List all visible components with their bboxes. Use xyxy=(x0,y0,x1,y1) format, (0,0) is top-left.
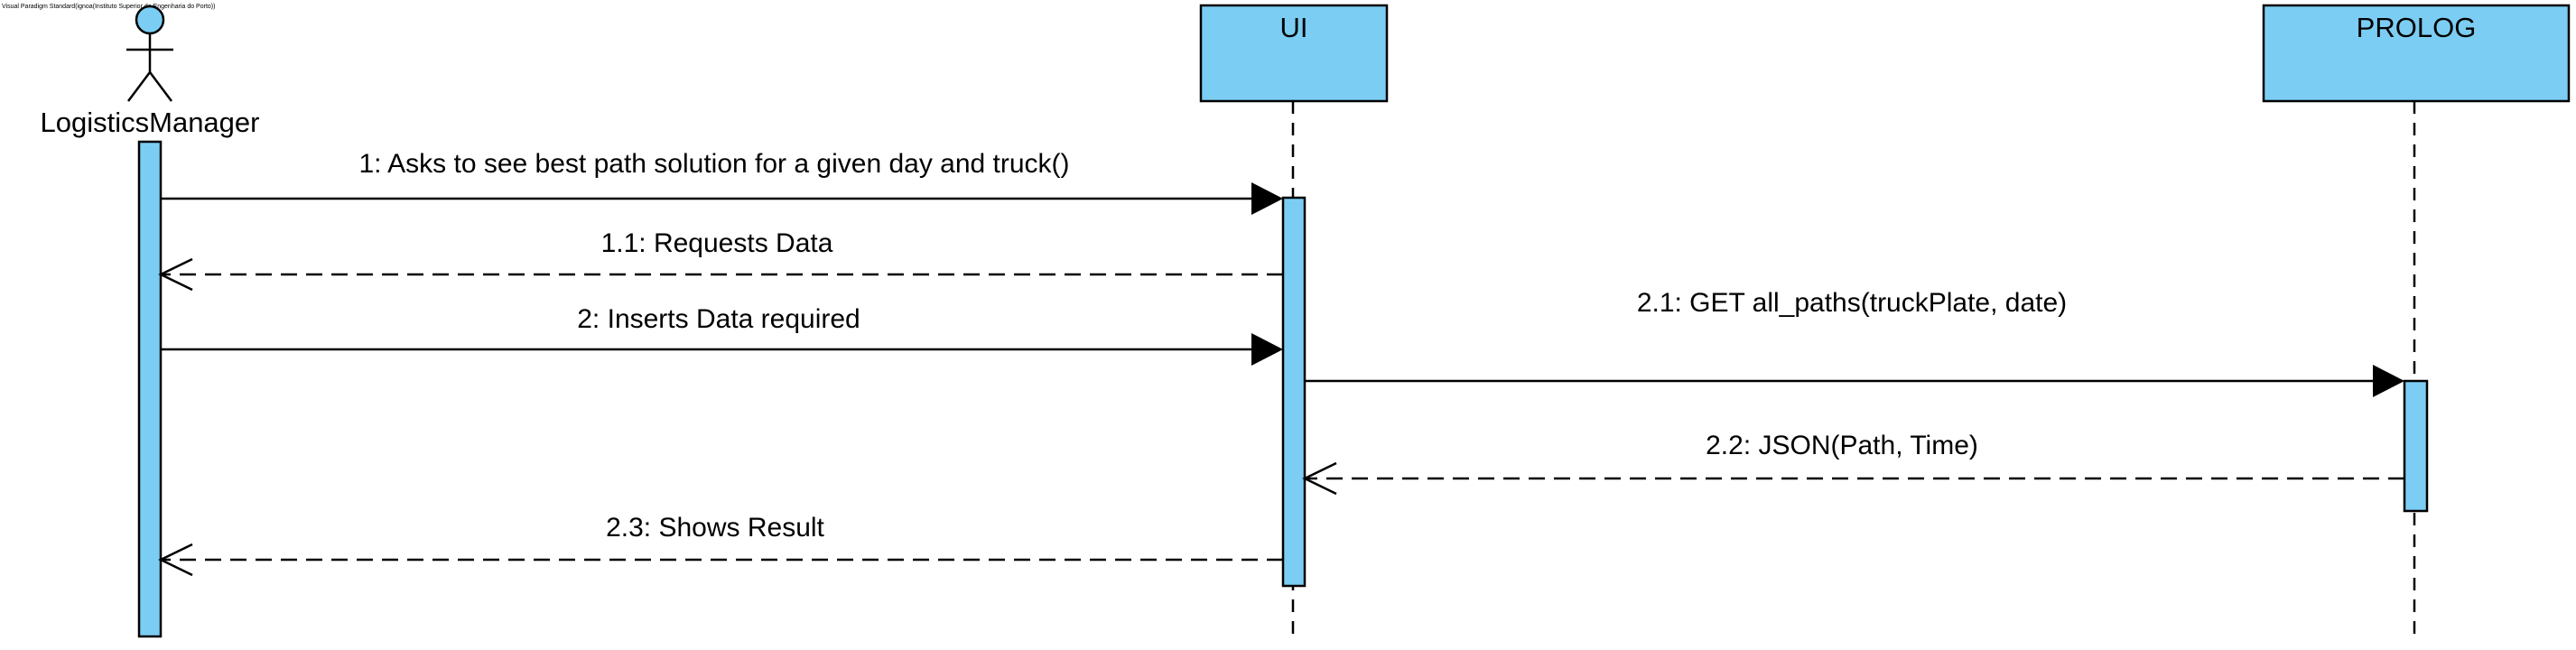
prolog-activation-bar xyxy=(2403,379,2429,513)
ui-box xyxy=(1199,4,1389,103)
message-1-1[interactable]: 1.1: Requests Data xyxy=(158,228,1283,292)
message-2-3-label: 2.3: Shows Result xyxy=(606,513,824,543)
ui-name: UI xyxy=(1280,12,1308,43)
actor-name: LogisticsManager xyxy=(41,107,260,138)
message-2-2-label: 2.2: JSON(Path, Time) xyxy=(1706,431,1978,460)
actor-left-leg xyxy=(127,71,151,102)
message-2-3[interactable]: 2.3: Shows Result xyxy=(158,513,1283,577)
actor-logistics-manager[interactable]: LogisticsManager xyxy=(41,5,260,138)
message-2-1[interactable]: 2.1: GET all_paths(truckPlate, date) xyxy=(1305,288,2404,397)
message-1[interactable]: 1: Asks to see best path solution for a … xyxy=(161,149,1283,215)
message-2-2-arrowhead xyxy=(1302,461,1337,496)
watermark-text: Visual Paradigm Standard(ignoa(Instituto… xyxy=(2,4,215,10)
message-1-1-arrowhead xyxy=(158,257,193,292)
prolog-box xyxy=(2262,4,2571,103)
actor-right-leg xyxy=(149,71,172,102)
participant-ui[interactable]: UI xyxy=(1199,4,1389,103)
message-1-1-label: 1.1: Requests Data xyxy=(601,228,833,258)
message-2-1-label: 2.1: GET all_paths(truckPlate, date) xyxy=(1637,288,2067,318)
message-1-label: 1: Asks to see best path solution for a … xyxy=(358,149,1069,179)
message-2[interactable]: 2: Inserts Data required xyxy=(161,304,1283,366)
message-2-3-arrowhead xyxy=(158,543,193,577)
message-2-label: 2: Inserts Data required xyxy=(577,304,860,334)
message-1-arrowhead xyxy=(1251,182,1283,215)
message-2-2[interactable]: 2.2: JSON(Path, Time) xyxy=(1302,431,2404,496)
prolog-name: PROLOG xyxy=(2357,12,2477,43)
participant-prolog[interactable]: PROLOG xyxy=(2262,4,2571,103)
actor-head xyxy=(135,5,165,35)
ui-activation-bar xyxy=(1281,196,1307,588)
message-2-1-arrowhead xyxy=(2373,365,2404,397)
message-2-arrowhead xyxy=(1251,333,1283,366)
actor-activation-bar xyxy=(137,140,163,638)
